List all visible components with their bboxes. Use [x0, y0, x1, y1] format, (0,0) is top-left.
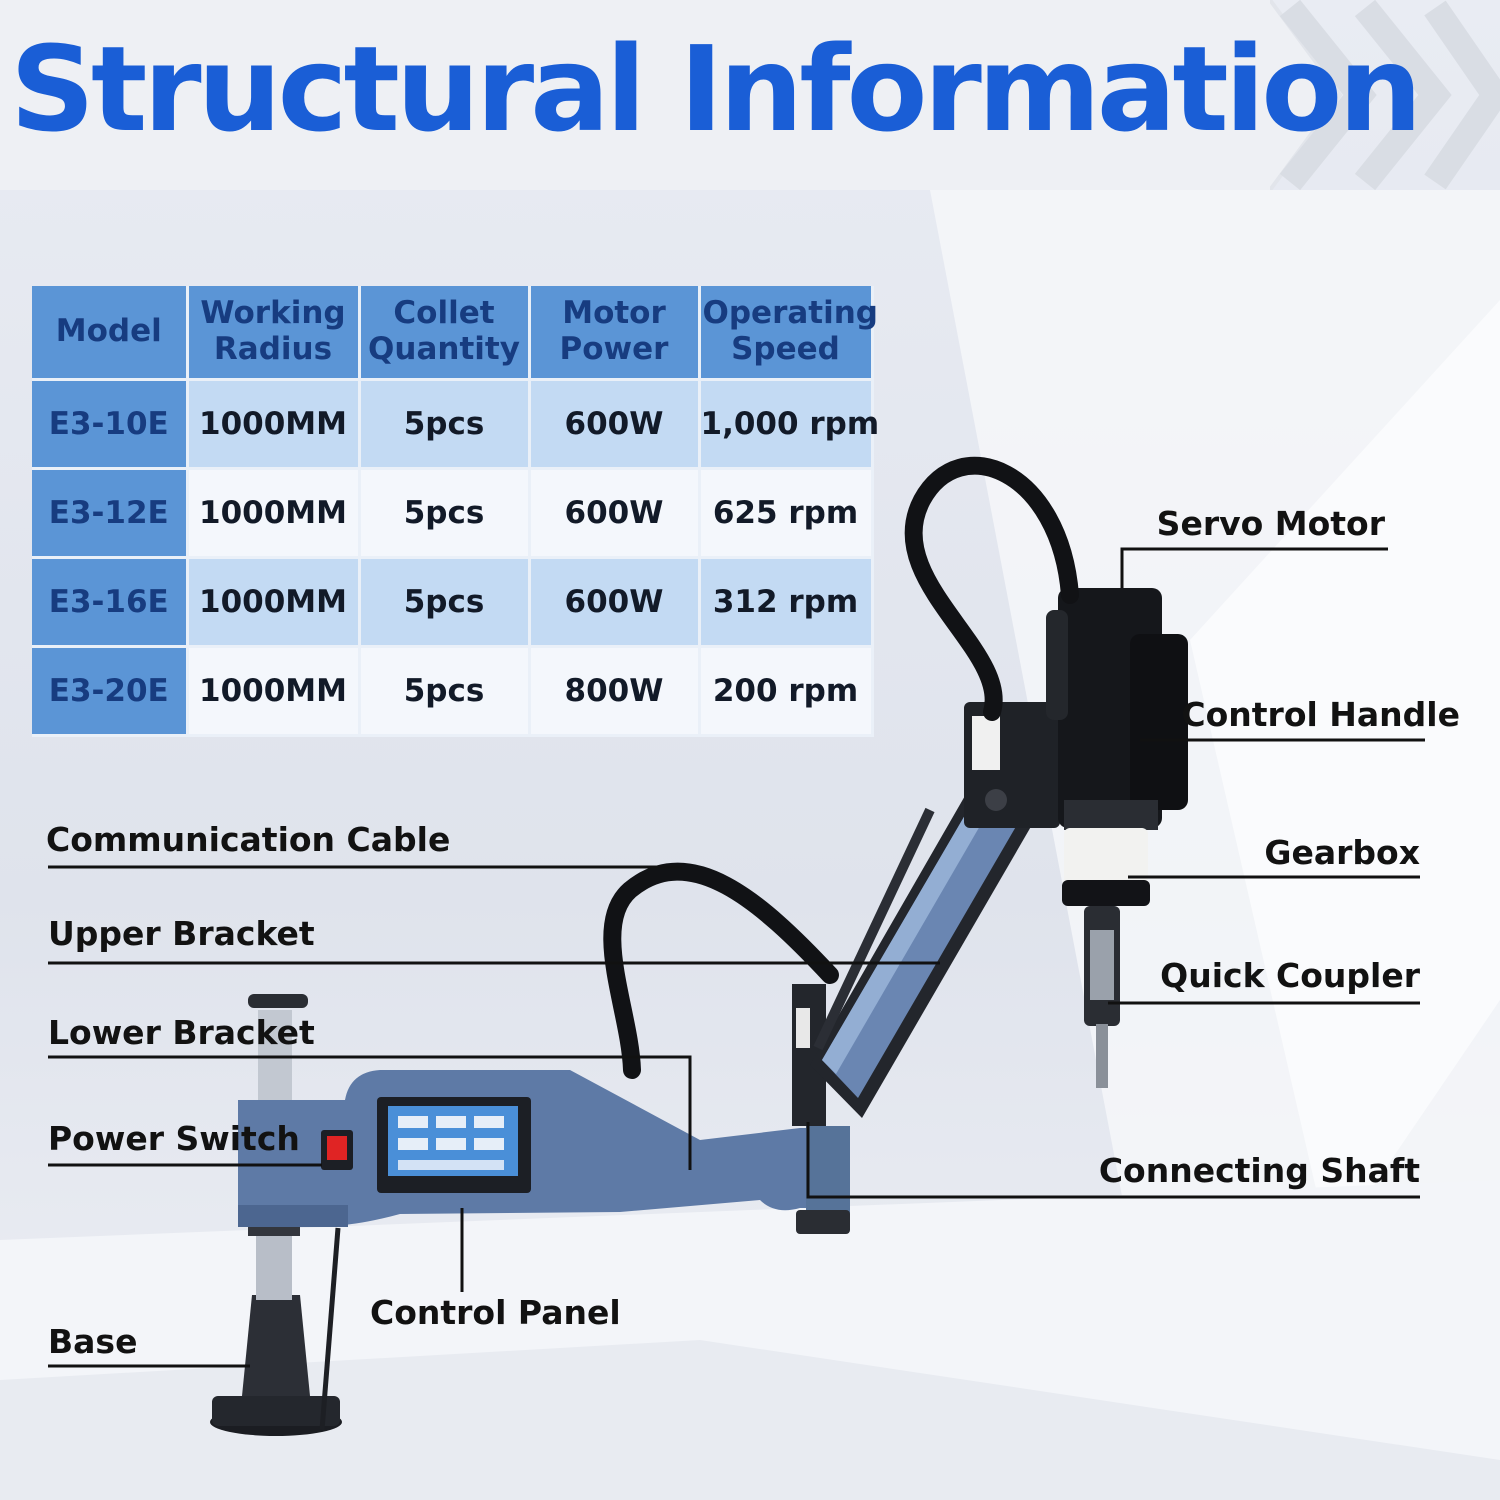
control-panel-button [436, 1116, 466, 1128]
callout-connecting-shaft: Connecting Shaft [1098, 1151, 1420, 1190]
callout-lower-bracket: Lower Bracket [48, 1013, 315, 1052]
chevron-arrows-icon [1270, 0, 1500, 190]
control-handle-grip [1130, 634, 1188, 810]
header-operating-speed-line1: Operating [702, 295, 878, 332]
table-cell-radius: 1000MM [187, 646, 361, 737]
table-row: E3-16E 1000MM 5pcs 600W 312 rpm [32, 557, 874, 648]
table-cell-collet: 5pcs [359, 646, 531, 737]
header-operating-speed-line2: Speed [731, 331, 840, 367]
table-cell-radius: 1000MM [187, 468, 361, 559]
gearbox-ring [1062, 880, 1150, 906]
table-row: E3-10E 1000MM 5pcs 600W 1,000 rpm [32, 379, 879, 470]
connecting-shaft-foot [796, 1210, 850, 1234]
top-joint-bolt [985, 789, 1007, 811]
gas-spring [813, 807, 935, 1051]
leader-lower-bracket [48, 1055, 692, 1170]
header-motor-power-line2: Power [559, 331, 669, 367]
page-title: Structural Information [10, 20, 1422, 158]
base-cone [242, 1295, 310, 1396]
header-collet-quantity-line2: Quantity [368, 331, 520, 367]
leader-connecting-shaft [806, 1122, 1420, 1199]
servo-motor-fin [1046, 610, 1068, 720]
control-panel-button [398, 1116, 428, 1128]
connecting-shaft-housing [806, 1126, 850, 1226]
header-working-radius-line1: Working [200, 295, 346, 332]
lower-joint-label [796, 1008, 810, 1048]
leader-servo-motor [1120, 547, 1388, 588]
table-cell-collet: 5pcs [359, 557, 531, 648]
control-panel-status-bar [398, 1160, 504, 1170]
servo-motor-lower [1064, 800, 1158, 830]
light-beam-shape [1190, 300, 1500, 1250]
table-cell-power: 600W [529, 557, 701, 648]
table-cell-power: 600W [529, 379, 701, 470]
callout-upper-bracket: Upper Bracket [48, 914, 315, 953]
tap-bit [1096, 1024, 1108, 1088]
floor-shadow-shape [0, 1340, 1500, 1500]
header-model: Model [32, 286, 189, 381]
callout-control-handle: Control Handle [1181, 695, 1460, 734]
table-cell-power: 600W [529, 468, 701, 559]
communication-cable [904, 456, 1079, 721]
callout-communication-cable: Communication Cable [46, 820, 451, 859]
table-cell-speed: 625 rpm [699, 468, 874, 559]
callout-gearbox: Gearbox [1264, 833, 1420, 872]
table-cell-collet: 5pcs [359, 379, 531, 470]
table-cell-model: E3-12E [32, 468, 189, 559]
power-switch-rocker [327, 1136, 347, 1160]
control-panel-button [474, 1116, 504, 1128]
table-cell-radius: 1000MM [187, 379, 361, 470]
table-cell-radius: 1000MM [187, 557, 361, 648]
table-cell-model: E3-16E [32, 557, 189, 648]
control-panel-button [436, 1138, 466, 1150]
header-motor-power-line1: Motor [562, 295, 666, 332]
table-cell-model: E3-20E [32, 646, 189, 737]
table-cell-speed: 1,000 rpm [699, 379, 879, 470]
callout-quick-coupler: Quick Coupler [1160, 956, 1420, 995]
top-joint-label [972, 716, 1000, 770]
base-column-lower [256, 1232, 292, 1300]
callout-power-switch: Power Switch [48, 1119, 300, 1158]
table-cell-speed: 312 rpm [699, 557, 874, 648]
communication-cable [603, 862, 839, 1079]
header-model-label: Model [55, 313, 162, 350]
control-panel-button [474, 1138, 504, 1150]
table-cell-power: 800W [529, 646, 701, 737]
quick-coupler-grip [1090, 930, 1114, 1000]
base-column-knob [248, 994, 308, 1008]
table-cell-model: E3-10E [32, 379, 189, 470]
header-working-radius-line2: Radius [213, 331, 333, 367]
gearbox-body [1064, 828, 1148, 884]
base-foot-plate [212, 1396, 340, 1426]
main-body-bottom-shadow [238, 1205, 348, 1227]
table-cell-speed: 200 rpm [699, 646, 874, 737]
callout-servo-motor: Servo Motor [1156, 504, 1385, 543]
header-collet-quantity-line1: Collet [393, 295, 495, 332]
table-row: E3-12E 1000MM 5pcs 600W 625 rpm [32, 468, 874, 559]
power-cord [319, 1227, 341, 1431]
header-band [0, 0, 1340, 190]
control-panel-button [398, 1138, 428, 1150]
callout-control-panel: Control Panel [370, 1293, 621, 1332]
table-row: E3-20E 1000MM 5pcs 800W 200 rpm [32, 646, 874, 737]
table-cell-collet: 5pcs [359, 468, 531, 559]
callout-base: Base [48, 1322, 138, 1361]
